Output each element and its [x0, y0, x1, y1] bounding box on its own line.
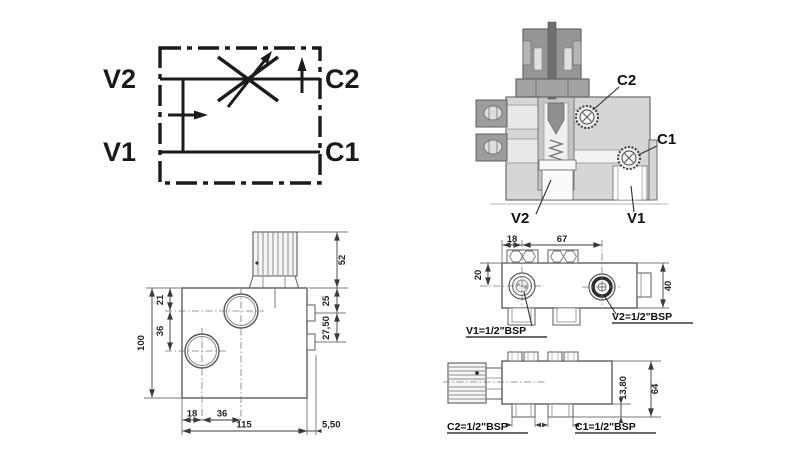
- section-port-c2-icon: [575, 105, 599, 129]
- up-flow-arrow-icon: [297, 57, 307, 93]
- schematic-boundary-box: [158, 46, 322, 185]
- throttle-valve-icon: [216, 51, 280, 108]
- front-dim-36-vertical: 36: [155, 326, 166, 337]
- front-knob-nut: [248, 275, 300, 290]
- front-dim-52: 52: [337, 255, 348, 266]
- section-c1-label: C1: [657, 131, 676, 148]
- front-side-tab-1: [306, 304, 316, 322]
- front-dim-27-50: 27,50: [321, 316, 332, 340]
- top-bottom-tabs: [507, 307, 581, 326]
- side-knob: [447, 362, 503, 404]
- side-view: 13,80 64 C2=1/2"BSP C1=1/2"BSP: [443, 351, 661, 434]
- front-centerlines: [165, 288, 264, 422]
- section-leader-lines: [535, 86, 658, 215]
- schematic-port-v2-label: V2: [103, 64, 136, 94]
- top-dim-20: 20: [473, 270, 484, 281]
- front-extension-lines: [144, 231, 348, 435]
- section-adjust-knob: [515, 21, 590, 100]
- section-port-v1: [612, 165, 648, 201]
- cross-section-view: C2 C1 V2 V1: [475, 21, 676, 227]
- schematic-flow-lines: [160, 77, 320, 154]
- side-port-c2: [511, 403, 536, 418]
- hydraulic-schematic-view: V2 C2 V1 C1: [103, 46, 360, 185]
- front-dim-115: 115: [236, 420, 252, 431]
- front-view: 52 21 36 100 25 27,50 18 36 115 5,50: [136, 231, 348, 435]
- section-v1-label: V1: [627, 210, 645, 227]
- side-top-bolts: [507, 351, 579, 362]
- side-c2-bsp-label: C2=1/2"BSP: [447, 421, 508, 433]
- section-side-plugs: [475, 99, 508, 162]
- top-dim-67: 67: [557, 234, 568, 245]
- front-dim-5-50: 5,50: [322, 420, 341, 431]
- top-right-tab: [636, 272, 652, 298]
- section-cartridge: [537, 96, 575, 191]
- section-port-c1-icon: [617, 146, 641, 170]
- side-bottom-ports: [511, 403, 574, 418]
- check-flow-arrow-icon: [194, 110, 208, 120]
- top-bolt-tabs: [506, 249, 579, 264]
- section-port-v2: [538, 159, 577, 201]
- side-dim-64: 64: [650, 383, 661, 394]
- front-dim-21: 21: [155, 294, 166, 305]
- front-dim-18: 18: [187, 409, 198, 420]
- section-v2-label: V2: [511, 210, 529, 227]
- schematic-port-c2-label: C2: [325, 64, 360, 94]
- top-dimension-lines: [485, 242, 666, 308]
- side-extension-lines: [511, 360, 661, 427]
- side-dim-13-80: 13,80: [618, 376, 629, 400]
- top-centerlines: [480, 240, 622, 307]
- side-dimension-lines: [506, 361, 654, 428]
- schematic-port-v1-label: V1: [103, 137, 136, 167]
- front-knob: [248, 231, 300, 290]
- section-c2-label: C2: [617, 72, 636, 89]
- side-port-c1: [547, 403, 574, 418]
- front-side-tab-2: [306, 333, 316, 351]
- top-dim-40: 40: [663, 281, 674, 292]
- top-v1-bsp-label: V1=1/2"BSP: [466, 325, 526, 337]
- front-dimension-lines: [149, 232, 340, 434]
- top-extension-lines: [480, 240, 669, 309]
- front-dim-100: 100: [136, 335, 147, 351]
- side-knob-collar: [485, 367, 503, 400]
- top-view: 18 67 20 40 V1=1/2"BSP V2=1/2"BSP: [466, 234, 693, 338]
- side-body: [443, 360, 613, 405]
- schematic-port-c1-label: C1: [325, 137, 360, 167]
- top-leader-lines: [523, 291, 617, 327]
- top-v2-bsp-label: V2=1/2"BSP: [612, 311, 672, 323]
- side-c1-bsp-label: C1=1/2"BSP: [575, 421, 636, 433]
- front-dim-25: 25: [321, 295, 332, 306]
- top-dim-18: 18: [507, 234, 518, 245]
- front-dim-36-horizontal: 36: [217, 409, 228, 420]
